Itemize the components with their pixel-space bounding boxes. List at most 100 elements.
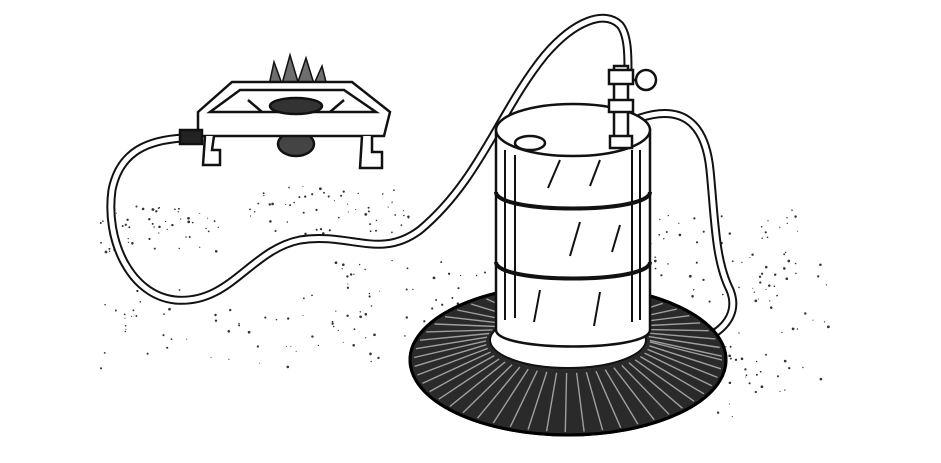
speckle-dot bbox=[187, 216, 190, 220]
speckle-dot bbox=[207, 217, 209, 219]
speckle-dot bbox=[298, 196, 301, 199]
drum-shade-stroke bbox=[533, 289, 541, 323]
drum-shade-stroke bbox=[611, 224, 621, 253]
speckle-dot bbox=[353, 328, 356, 331]
speckle-dot bbox=[128, 226, 131, 229]
ring-fold-line bbox=[604, 369, 639, 425]
speckle-dot bbox=[188, 236, 191, 238]
speckle-dot bbox=[347, 211, 349, 213]
ring-fold-line bbox=[449, 361, 506, 407]
speckle-dot bbox=[716, 411, 720, 414]
speckle-dot bbox=[370, 305, 373, 307]
speckle-dot bbox=[373, 333, 376, 337]
speckle-dot bbox=[115, 212, 117, 214]
speckle-dot bbox=[127, 241, 130, 243]
speckle-dot bbox=[135, 315, 138, 317]
speckle-dot bbox=[734, 358, 738, 361]
speckle-dot bbox=[406, 267, 409, 270]
speckle-dot bbox=[827, 325, 830, 329]
speckle-dot bbox=[767, 220, 769, 222]
speckle-dot bbox=[364, 213, 368, 216]
speckle-dot bbox=[319, 187, 322, 191]
speckle-dot bbox=[779, 226, 781, 228]
speckle-dot bbox=[286, 365, 290, 369]
ring-fold-line bbox=[649, 339, 722, 357]
speckle-dot bbox=[695, 241, 699, 244]
speckle-dot bbox=[347, 283, 349, 285]
speckle-dot bbox=[728, 232, 732, 235]
speckle-dot bbox=[166, 228, 168, 231]
speckle-dot bbox=[259, 362, 261, 364]
speckle-dot bbox=[311, 335, 314, 338]
speckle-dot bbox=[126, 218, 129, 222]
speckle-dot bbox=[745, 374, 748, 377]
ring-hose-icon bbox=[635, 109, 738, 340]
speckle-dot bbox=[285, 345, 287, 347]
ring-fold-line bbox=[613, 367, 655, 421]
speckle-dot bbox=[199, 246, 201, 248]
speckle-dot bbox=[435, 299, 438, 301]
speckle-dot bbox=[104, 303, 106, 306]
speckle-dot bbox=[812, 319, 814, 321]
ring-fold-line bbox=[642, 328, 709, 332]
speckle-dot bbox=[355, 209, 357, 211]
ring-fold-line bbox=[646, 332, 716, 340]
speckle-dot bbox=[256, 345, 260, 348]
speckle-dot bbox=[764, 265, 768, 269]
speckle-dot bbox=[340, 194, 343, 197]
speckle-dot bbox=[238, 324, 241, 327]
speckle-dot bbox=[796, 328, 799, 330]
speckle-dot bbox=[177, 211, 179, 213]
speckle-dot bbox=[214, 313, 217, 317]
speckle-dot bbox=[786, 222, 788, 225]
speckle-dot bbox=[678, 233, 682, 237]
speckle-dot bbox=[332, 325, 335, 328]
speckle-dot bbox=[760, 272, 764, 275]
speckle-dot bbox=[751, 253, 754, 256]
speckle-dot bbox=[274, 229, 277, 233]
speckle-dot bbox=[447, 272, 451, 275]
speckle-dot bbox=[304, 195, 307, 198]
speckle-dot bbox=[766, 236, 769, 239]
ring-fold-line bbox=[640, 355, 705, 395]
speckle-dot bbox=[405, 288, 408, 291]
speckle-dot bbox=[302, 315, 304, 317]
speckle-dot bbox=[819, 377, 823, 381]
speckle-dot bbox=[740, 357, 744, 361]
speckle-dot bbox=[199, 212, 201, 214]
speckle-dot bbox=[263, 194, 265, 197]
speckle-dot bbox=[387, 206, 389, 208]
ground-speckle bbox=[99, 185, 830, 420]
speckle-dot bbox=[131, 242, 134, 245]
ring-fold-line bbox=[444, 316, 503, 324]
speckle-dot bbox=[352, 344, 355, 347]
speckle-dot bbox=[407, 215, 410, 219]
gas-hose-icon bbox=[106, 13, 633, 305]
speckle-dot bbox=[127, 237, 129, 240]
speckle-dot bbox=[359, 311, 362, 313]
speckle-dot bbox=[139, 301, 142, 303]
speckle-dot bbox=[659, 218, 661, 221]
ring-fold-line bbox=[649, 345, 722, 370]
ring-fold-line bbox=[621, 364, 670, 415]
speckle-dot bbox=[393, 189, 395, 192]
speckle-dot bbox=[367, 206, 370, 209]
speckle-dot bbox=[157, 207, 160, 210]
speckle-dot bbox=[302, 185, 304, 187]
speckle-dot bbox=[759, 370, 762, 373]
ring-fold-line bbox=[527, 371, 548, 430]
speckle-dot bbox=[155, 210, 158, 213]
speckle-dot bbox=[785, 277, 789, 280]
speckle-dot bbox=[166, 346, 169, 349]
ring-fold-line bbox=[575, 372, 585, 432]
speckle-dot bbox=[269, 220, 272, 223]
speckle-dot bbox=[665, 231, 668, 233]
speckle-dot bbox=[207, 230, 210, 233]
speckle-dot bbox=[784, 389, 786, 391]
speckle-dot bbox=[768, 284, 771, 287]
speckle-dot bbox=[760, 225, 763, 228]
speckle-dot bbox=[765, 288, 767, 290]
speckle-dot bbox=[171, 223, 174, 227]
ring-fold-line bbox=[419, 332, 490, 341]
speckle-dot bbox=[302, 297, 305, 300]
